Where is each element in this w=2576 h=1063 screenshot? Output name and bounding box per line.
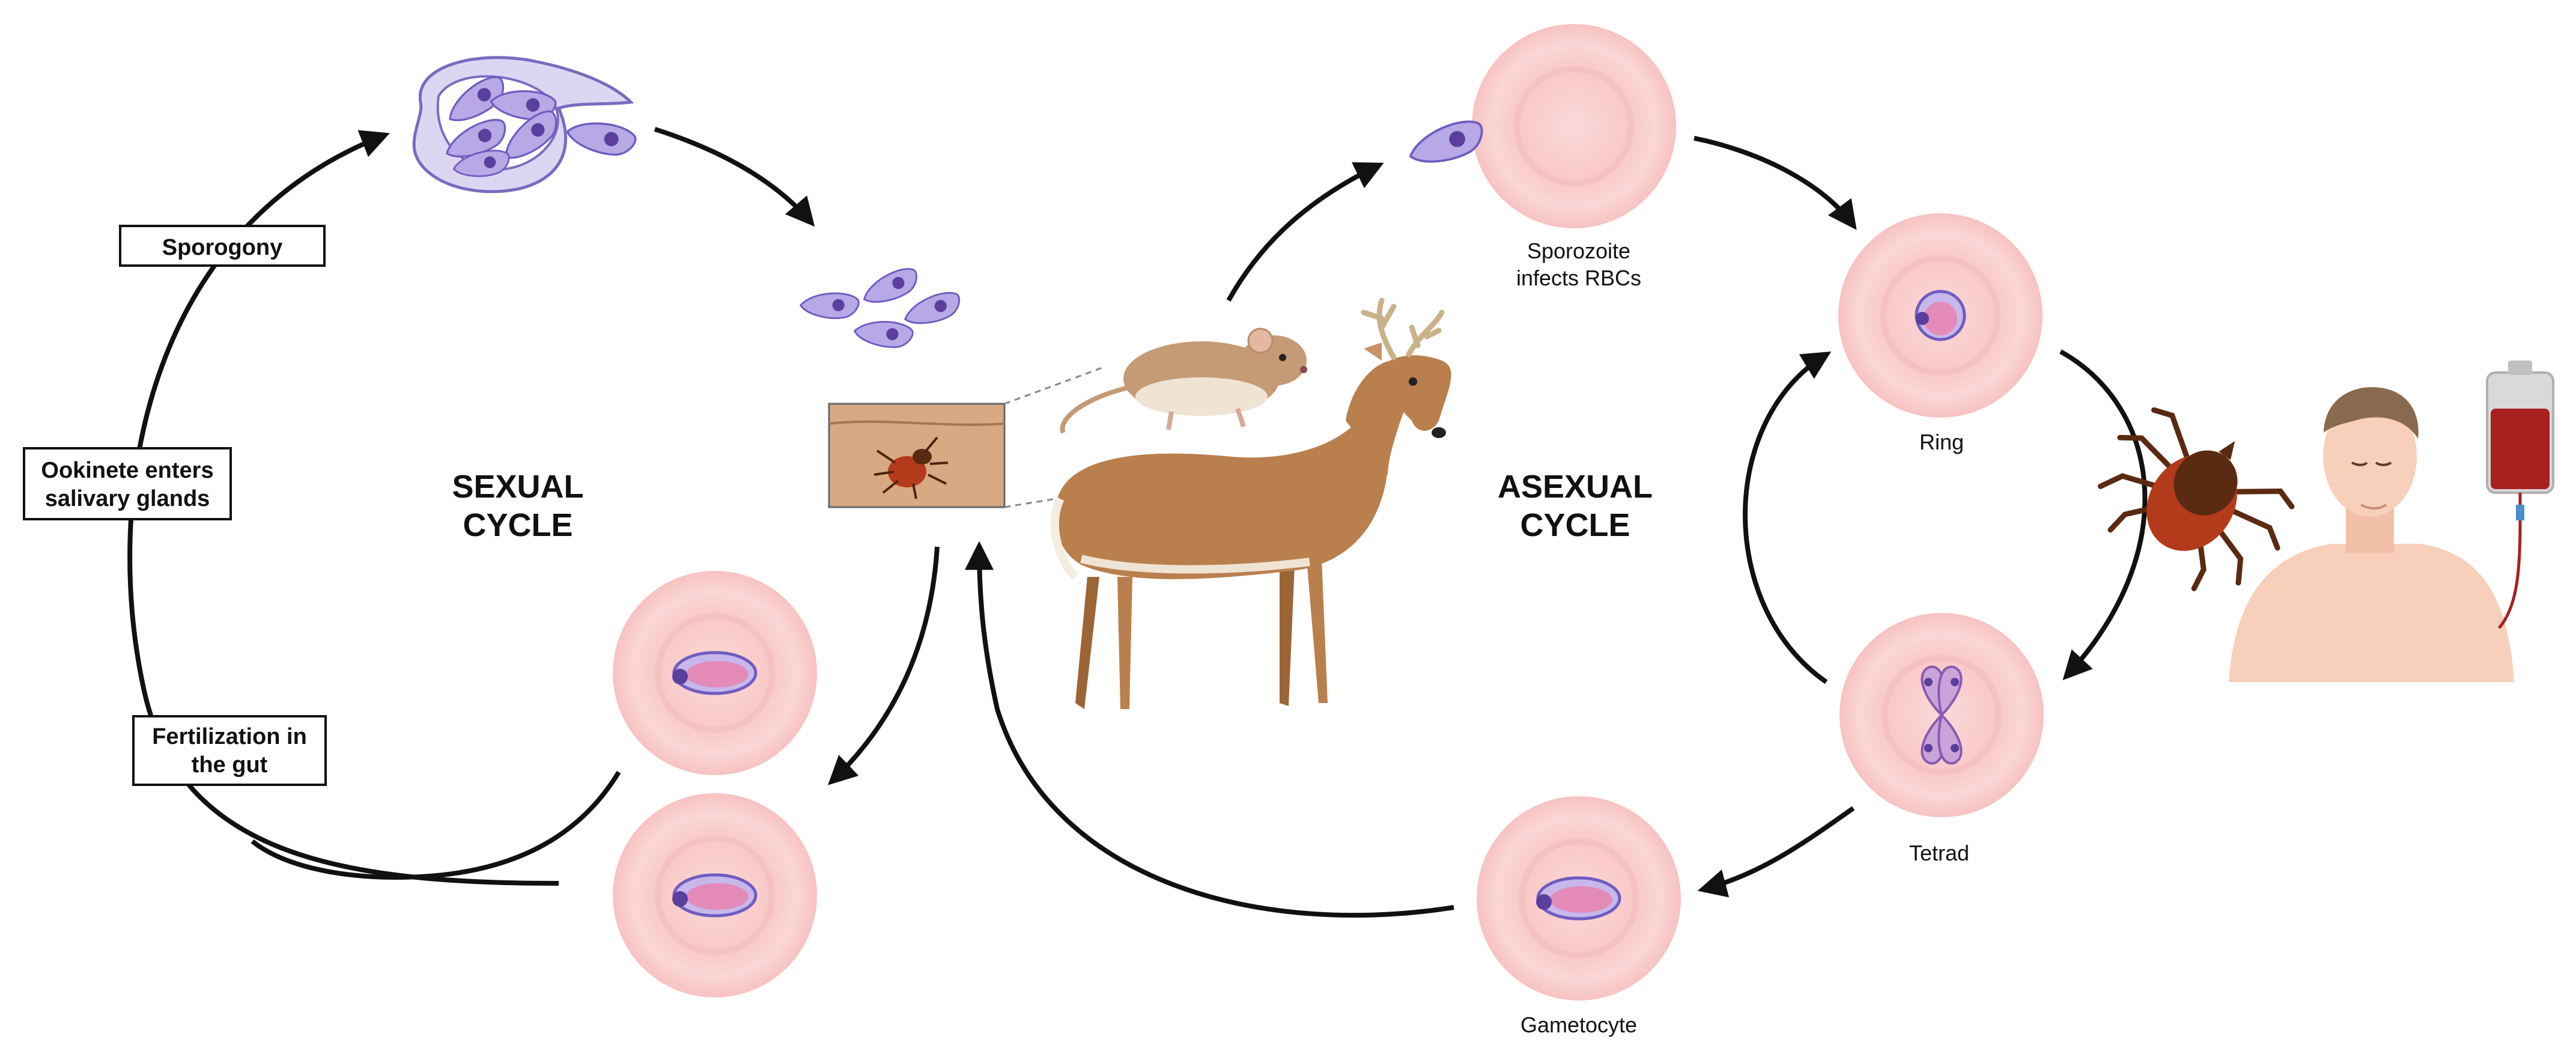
mouse-icon [1060, 327, 1307, 434]
arrow-tick-to-gametes [828, 546, 940, 785]
sexual-gamete-cell-upper [613, 571, 817, 775]
ring-stage: Ring [1838, 213, 2043, 454]
sexual-cycle-line2: CYCLE [463, 507, 573, 543]
sporozoite-icon [858, 264, 923, 309]
human-icon [2229, 387, 2514, 682]
ring-label: Ring [1919, 430, 1964, 454]
gamete-icon [672, 653, 756, 693]
gamete-icon [672, 875, 756, 916]
arrow-tetrad-back-to-ring [1743, 351, 1832, 684]
sporozoite-icon [852, 315, 915, 352]
arrow-to-ring [1694, 136, 1857, 230]
tetrad-label: Tetrad [1909, 841, 1969, 865]
gametocyte-stage: Gametocyte [1477, 796, 1681, 1037]
red-blood-cell-icon [1472, 24, 1676, 228]
sporozoite-icon [900, 288, 964, 330]
sporozoite-icon [798, 289, 860, 321]
sporozoite-label-line1: Sporozoite [1527, 239, 1630, 263]
sporozoite-icon [1404, 116, 1489, 171]
arrow-sporozoites-release [654, 127, 815, 227]
tetrad-stage: Tetrad [1839, 613, 2044, 865]
asexual-cycle-line1: ASEXUAL [1498, 469, 1653, 505]
sexual-cycle-line1: SEXUAL [452, 469, 583, 505]
gametocyte-parasite-icon [1536, 878, 1620, 919]
sexual-cycle-label: SEXUAL CYCLE [452, 469, 583, 543]
tick-icon [2098, 407, 2295, 591]
arrow-to-tetrad [2059, 349, 2148, 681]
asexual-cycle-line2: CYCLE [1520, 507, 1630, 543]
ookinete-label-line2: salivary glands [45, 486, 210, 511]
inset-guide-top [1004, 365, 1106, 405]
deer-icon [1050, 297, 1451, 709]
arrow-gametocyte-to-tick [965, 541, 1454, 918]
sporozoite-cluster-icon [412, 56, 639, 193]
tick-icon [873, 436, 949, 499]
fertilization-label-line2: the gut [192, 752, 268, 778]
ookinete-box: Ookinete enters salivary glands [23, 447, 232, 520]
sporozoite-label-line2: infects RBCs [1516, 266, 1641, 290]
fertilization-box: Fertilization in the gut [132, 715, 327, 786]
asexual-cycle-label: ASEXUAL CYCLE [1498, 469, 1653, 543]
gametocyte-label: Gametocyte [1520, 1013, 1637, 1037]
free-sporozoites [798, 264, 964, 352]
fertilization-label-line1: Fertilization in [152, 724, 307, 749]
ookinete-label-line1: Ookinete enters [41, 458, 213, 483]
sexual-gamete-cell-lower [613, 793, 817, 998]
tick-on-skin-inset [828, 403, 1006, 508]
arrow-gametocyte-merge [251, 770, 621, 880]
sporogony-box: Sporogony [119, 225, 326, 267]
arrow-to-sporozoite [1226, 162, 1384, 302]
sporozoite-stage: Sporozoite infects RBCs [1404, 24, 1676, 290]
arrow-to-gametocyte [1697, 806, 1855, 898]
sporogony-label: Sporogony [162, 235, 283, 260]
blood-bag-icon [2486, 361, 2554, 629]
